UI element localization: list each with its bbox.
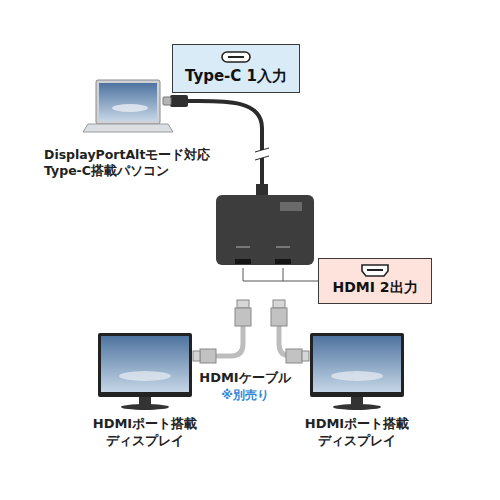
cable-caption: HDMIケーブル: [175, 370, 315, 387]
bracket: [243, 268, 318, 281]
sold-separately-note: ※別売り: [175, 388, 315, 404]
left-monitor: [98, 333, 192, 410]
type-c-cable: [163, 95, 269, 190]
usb-c-icon: [216, 49, 256, 65]
label-box: Type-C 1入力: [172, 44, 300, 93]
hdmi-icon: [355, 263, 395, 279]
box-label: HDMI 2出力: [319, 279, 431, 297]
adapter-hub: [216, 184, 314, 265]
box-label: Type-C 1入力: [173, 67, 299, 86]
right-monitor: [310, 333, 404, 410]
computer-caption: DisplayPortAltモード対応 Type-C搭載パソコン: [44, 147, 234, 180]
hdmi-cables: [193, 300, 309, 363]
label-box: HDMI 2出力: [318, 258, 432, 304]
display-caption: HDMIポート搭載 ディスプレイ: [70, 416, 220, 450]
laptop: [83, 80, 173, 132]
display-caption: HDMIポート搭載 ディスプレイ: [282, 416, 432, 450]
